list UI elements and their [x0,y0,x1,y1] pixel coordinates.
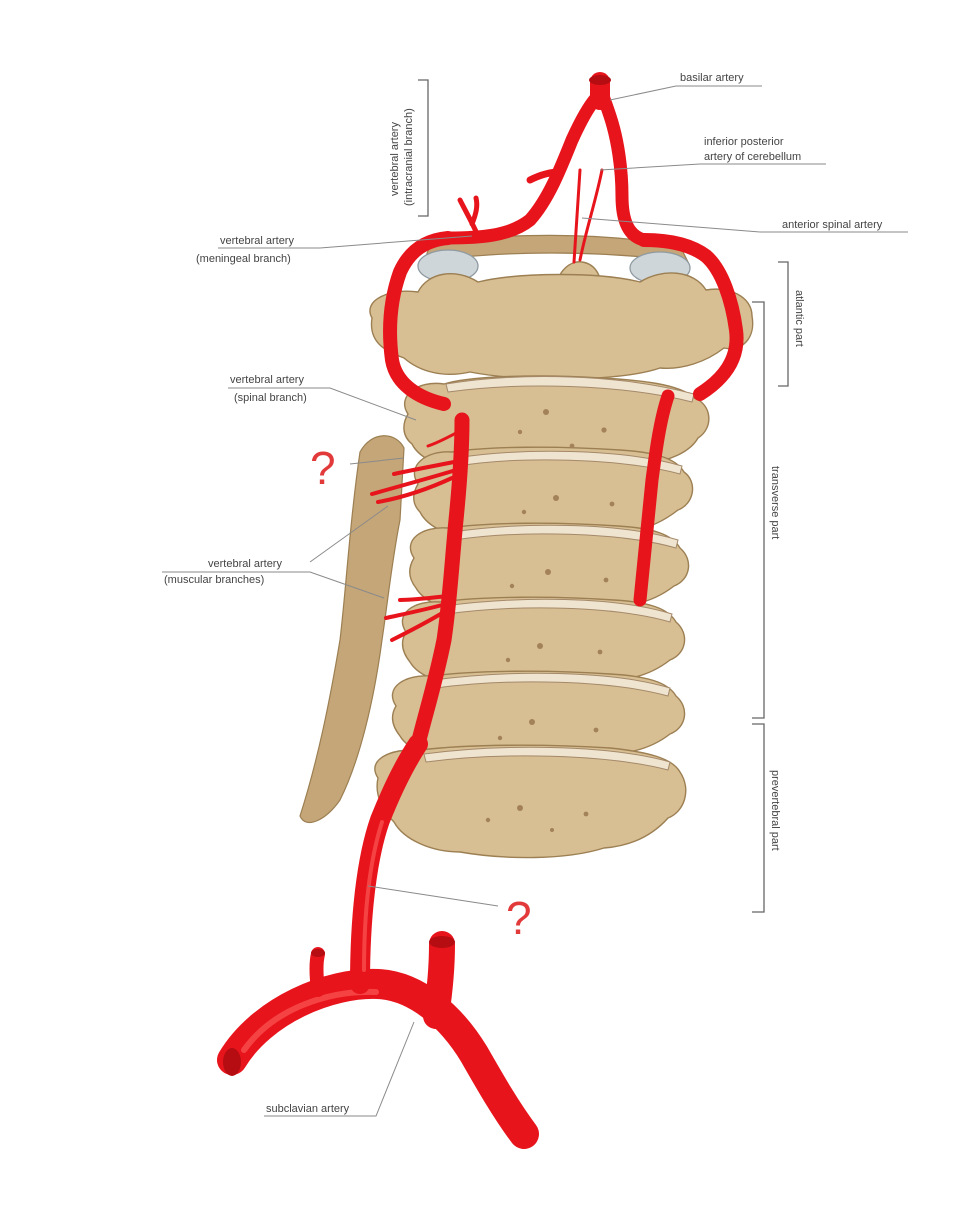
leader-lines [162,85,908,1117]
question-marks: ? ? [310,442,532,944]
disc-6 [423,746,671,771]
vertebral-artery-prevertebral [350,734,428,994]
cervical-spine [299,234,754,859]
muscular-branches-lower [384,594,450,642]
spinal-branch-vessel [426,428,464,448]
disc-5 [433,672,671,697]
vertebral-artery-right-transverse [633,389,675,607]
subclavian-left-end [223,1048,241,1076]
label-meningeal-2: (meningeal branch) [196,253,291,265]
vertebra-c1 [369,272,754,380]
muscular-branches-upper [370,460,458,504]
label-spinal-1: vertebral artery [230,374,304,386]
vertebral-artery-intracranial-left [441,89,605,245]
inferior-posterior-cerebellar-artery [526,168,564,184]
vertebra-c7 [374,744,687,859]
vertebral-artery-transverse [410,412,470,752]
label-spinal-2: (spinal branch) [234,392,307,404]
basilar-artery-opening [589,75,611,85]
label-anterior-spinal-artery: anterior spinal artery [782,219,883,231]
arteries [217,72,744,1149]
label-prevertebral-part: prevertebral part [769,770,781,851]
labels: basilar artery inferior posterior artery… [164,72,883,1115]
bone-texture [485,409,615,832]
label-subclavian-artery: subclavian artery [266,1103,350,1115]
small-branch-stub [309,947,325,997]
disc-3 [451,524,679,549]
disc-1 [445,376,695,403]
transverse-bracket [752,301,765,719]
question-mark-upper: ? [310,442,336,494]
prevertebral-bracket [752,723,765,913]
subclavian-artery [217,968,539,1149]
intracranial-bracket [418,79,429,217]
vertebral-artery-atlantic-right [637,233,744,401]
label-transverse-part: transverse part [769,466,781,539]
label-inferior-posterior-1: inferior posterior [704,136,784,148]
question-mark-lower: ? [506,892,532,944]
vertebral-artery-intracranial-right [595,87,651,247]
posterior-elements [299,435,405,823]
disc-4 [443,598,673,623]
label-intracranial-1: vertebral artery [389,122,401,196]
meningeal-branch-vessel [457,195,481,239]
anterior-spinal-artery-vessel [572,168,582,264]
label-muscular-2: (muscular branches) [164,574,264,586]
label-intracranial-2: (intracranial branch) [403,108,415,206]
disc-2 [455,450,683,475]
label-basilar-artery: basilar artery [680,72,744,84]
label-meningeal-1: vertebral artery [220,235,294,247]
vertebral-artery-atlantic-left [383,231,455,411]
common-carotid-branch [423,931,455,1029]
part-brackets [418,79,789,913]
label-inferior-posterior-2: artery of cerebellum [704,151,801,163]
atlantic-bracket [778,261,789,387]
label-muscular-1: vertebral artery [208,558,282,570]
label-atlantic-part: atlantic part [793,290,805,347]
